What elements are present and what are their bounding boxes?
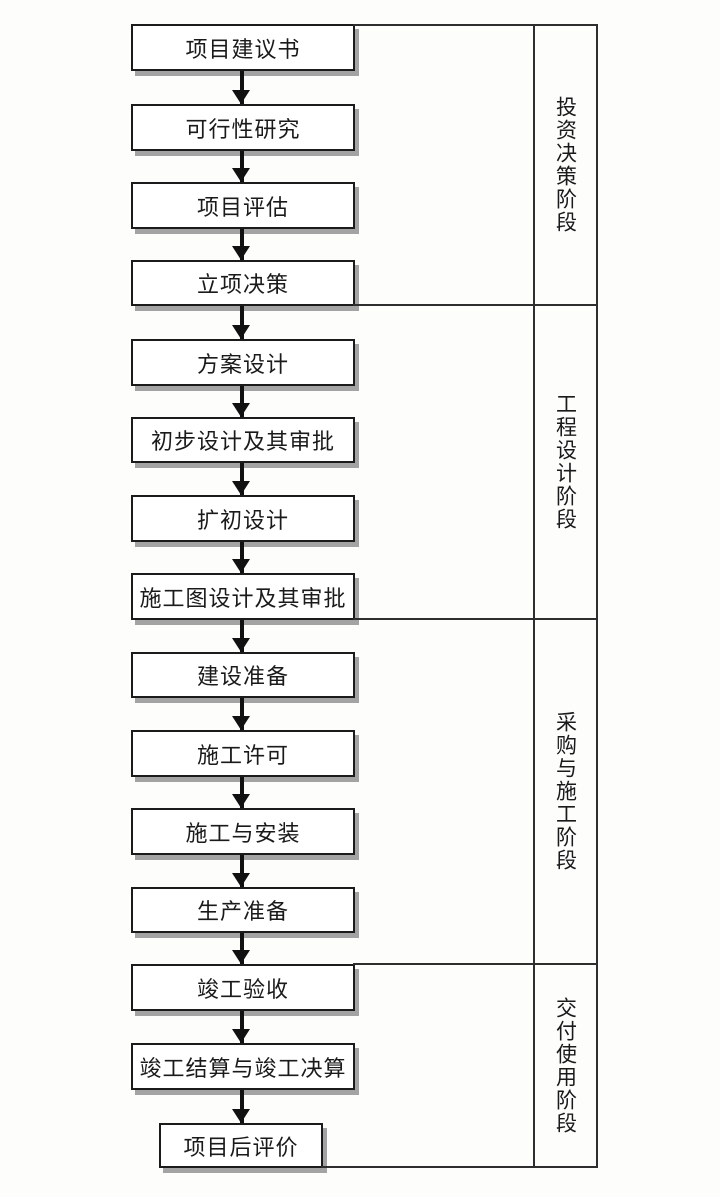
phase-label-handover-use: 交付使用阶段	[553, 996, 578, 1135]
step-construction-permit: 施工许可	[131, 730, 355, 777]
step-production-preparation: 生产准备	[131, 887, 355, 933]
arrow-down-icon	[232, 306, 250, 339]
arrow-down-icon	[232, 463, 250, 495]
phase-label-investment-decision: 投资决策阶段	[553, 96, 578, 234]
arrow-down-icon	[232, 1011, 250, 1043]
phase-top-line	[353, 24, 598, 26]
step-completion-acceptance: 竣工验收	[131, 964, 355, 1011]
arrow-down-icon	[232, 777, 250, 808]
step-feasibility-study: 可行性研究	[131, 104, 355, 151]
step-project-proposal: 项目建议书	[131, 24, 355, 71]
phase-label-procurement-construction: 采购与施工阶段	[553, 711, 578, 872]
step-construction-installation: 施工与安装	[131, 808, 355, 855]
step-approval-decision: 立项决策	[131, 260, 355, 306]
phase-divider-line-2	[353, 618, 598, 620]
arrow-down-icon	[232, 1090, 250, 1123]
step-preliminary-design-approval: 初步设计及其审批	[131, 417, 355, 463]
arrow-down-icon	[232, 542, 250, 573]
step-scheme-design: 方案设计	[131, 339, 355, 386]
phase-column-right-line	[596, 24, 598, 1168]
phase-label-engineering-design: 工程设计阶段	[553, 393, 578, 531]
arrow-down-icon	[232, 386, 250, 417]
phase-divider-line-3	[353, 963, 598, 965]
step-expanded-preliminary-design: 扩初设计	[131, 495, 355, 542]
arrow-down-icon	[232, 71, 250, 104]
step-construction-preparation: 建设准备	[131, 652, 355, 698]
arrow-down-icon	[232, 855, 250, 887]
phase-divider-line-1	[353, 304, 598, 306]
step-construction-drawing-approval: 施工图设计及其审批	[131, 573, 355, 620]
arrow-down-icon	[232, 229, 250, 260]
arrow-down-icon	[232, 698, 250, 730]
phase-bottom-line	[321, 1166, 598, 1168]
arrow-down-icon	[232, 151, 250, 182]
arrow-down-icon	[232, 620, 250, 652]
step-project-evaluation: 项目评估	[131, 182, 355, 229]
step-completion-settlement-final-account: 竣工结算与竣工决算	[131, 1043, 355, 1090]
phase-column-left-line	[533, 24, 535, 1168]
arrow-down-icon	[232, 933, 250, 964]
step-post-project-evaluation: 项目后评价	[159, 1123, 323, 1168]
